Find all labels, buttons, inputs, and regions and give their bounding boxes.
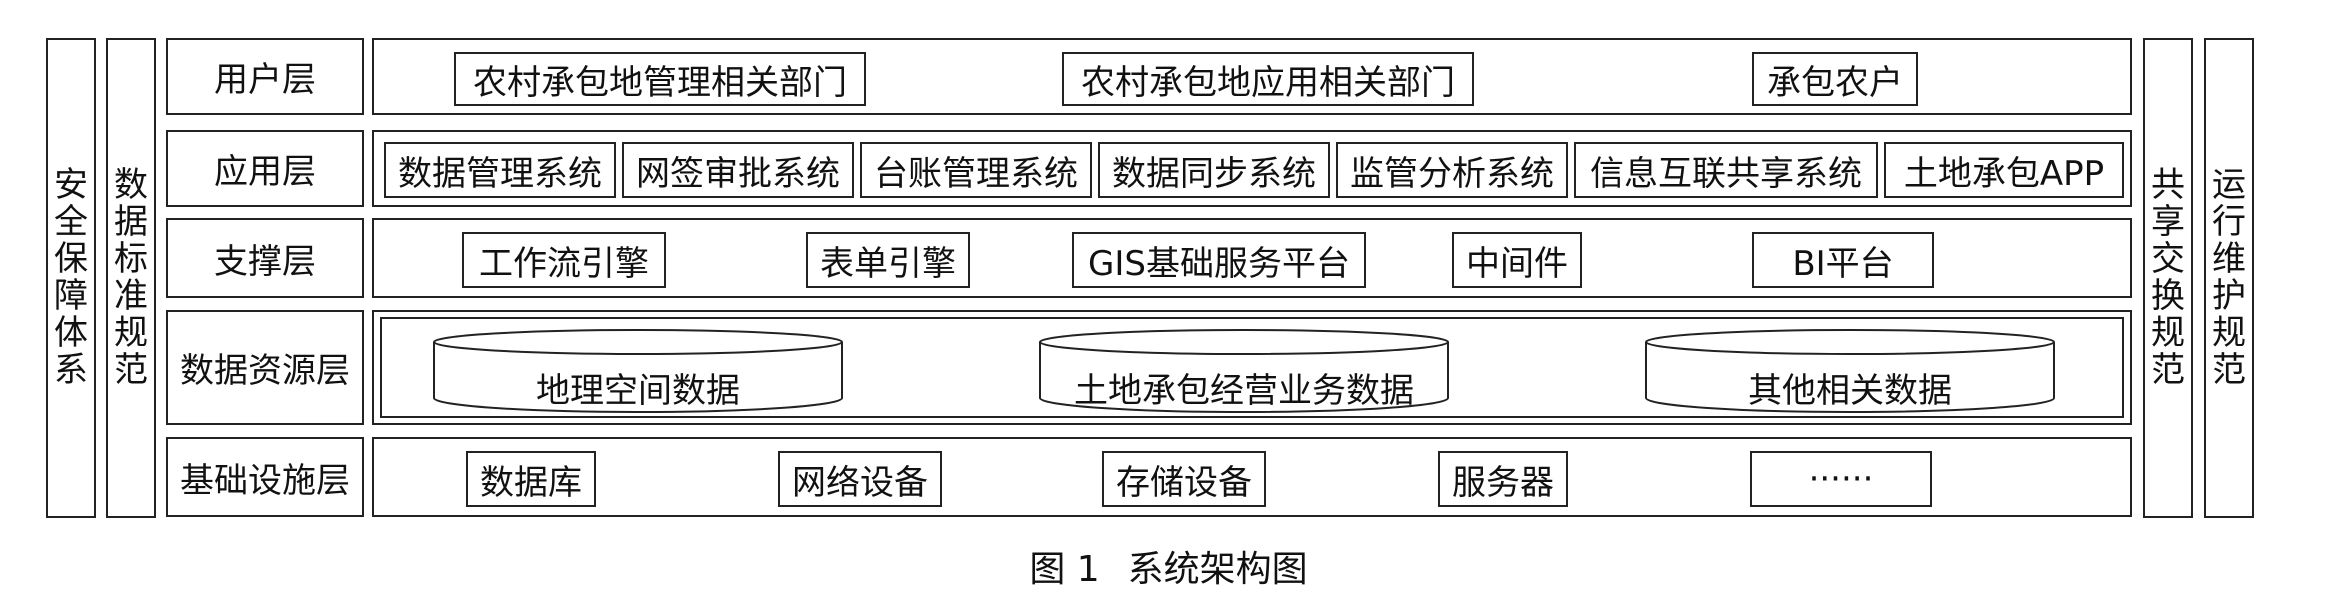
infrastructure-item: 数据库	[466, 451, 596, 507]
vertical-char: 维	[2212, 239, 2246, 279]
operation-maintenance-label: 运行维护规范	[2212, 167, 2246, 389]
vertical-char: 规	[2151, 313, 2185, 353]
cylinder-label: 其他相关数据	[1748, 370, 1952, 411]
application-item: 监管分析系统	[1336, 142, 1568, 198]
vertical-char: 范	[2212, 350, 2246, 390]
user-item: 农村承包地应用相关部门	[1062, 52, 1474, 106]
layer-label-text: 用户层	[214, 60, 316, 100]
data-standard-label: 数据标准规范	[114, 167, 148, 389]
database-cylinder: 土地承包经营业务数据	[1038, 326, 1450, 418]
vertical-char: 准	[114, 276, 148, 316]
support-item: 表单引擎	[806, 232, 970, 288]
vertical-char: 规	[2212, 313, 2246, 353]
security-system-column: 安全保障体系	[46, 38, 96, 518]
infrastructure-item: 存储设备	[1102, 451, 1266, 507]
user-item: 农村承包地管理相关部门	[454, 52, 866, 106]
vertical-char: 数	[114, 165, 148, 205]
figure-caption: 图 1 系统架构图	[0, 540, 2337, 592]
data-standard-column: 数据标准规范	[106, 38, 156, 518]
vertical-char: 保	[54, 239, 88, 279]
sharing-exchange-column: 共享交换规范	[2143, 38, 2193, 518]
vertical-char: 体	[54, 313, 88, 353]
layer-label-application: 应用层	[166, 130, 364, 207]
layer-label-text: 基础设施层	[180, 460, 350, 501]
user-layer-row: 农村承包地管理相关部门 农村承包地应用相关部门 承包农户	[372, 38, 2132, 115]
security-system-label: 安全保障体系	[54, 167, 88, 389]
cylinder-label: 土地承包经营业务数据	[1074, 370, 1414, 411]
layer-label-support: 支撑层	[166, 218, 364, 298]
infrastructure-item: ······	[1750, 451, 1932, 507]
sharing-exchange-label: 共享交换规范	[2151, 167, 2185, 389]
data-resource-inner-frame	[380, 317, 2124, 418]
application-item: 数据管理系统	[384, 142, 616, 198]
vertical-char: 换	[2151, 276, 2185, 316]
application-item: 土地承包APP	[1884, 142, 2124, 198]
figure-number: 图 1	[1029, 549, 1100, 590]
vertical-char: 共	[2151, 165, 2185, 205]
infrastructure-item: 服务器	[1438, 451, 1568, 507]
user-item: 承包农户	[1752, 52, 1918, 106]
vertical-char: 享	[2151, 202, 2185, 242]
cylinder-label: 地理空间数据	[536, 370, 740, 411]
support-item: BI平台	[1752, 232, 1934, 288]
layer-label-user: 用户层	[166, 38, 364, 115]
vertical-char: 运	[2212, 165, 2246, 205]
cylinder-shape	[433, 329, 843, 413]
vertical-char: 据	[114, 202, 148, 242]
support-item: GIS基础服务平台	[1072, 232, 1366, 288]
infrastructure-item: 网络设备	[778, 451, 942, 507]
vertical-char: 系	[54, 350, 88, 390]
support-item: 工作流引擎	[462, 232, 666, 288]
application-item: 数据同步系统	[1098, 142, 1330, 198]
layer-label-text: 应用层	[214, 152, 316, 192]
vertical-char: 行	[2212, 202, 2246, 242]
application-item: 台账管理系统	[860, 142, 1092, 198]
vertical-char: 护	[2212, 276, 2246, 316]
vertical-char: 标	[114, 239, 148, 279]
figure-title: 系统架构图	[1127, 549, 1308, 590]
vertical-char: 交	[2151, 239, 2185, 279]
operation-maintenance-column: 运行维护规范	[2204, 38, 2254, 518]
application-layer-row: 数据管理系统 网签审批系统 台账管理系统 数据同步系统 监管分析系统 信息互联共…	[372, 130, 2132, 207]
data-resource-layer-row: 地理空间数据 土地承包经营业务数据 其他相关数据	[372, 310, 2132, 425]
infrastructure-layer-row: 数据库 网络设备 存储设备 服务器 ······	[372, 437, 2132, 517]
cylinder-shape	[1645, 329, 2055, 413]
layer-label-infrastructure: 基础设施层	[166, 437, 364, 517]
database-cylinder: 其他相关数据	[1644, 326, 2056, 418]
application-item: 信息互联共享系统	[1574, 142, 1878, 198]
database-cylinder: 地理空间数据	[432, 326, 844, 418]
cylinder-shape	[1039, 329, 1449, 413]
vertical-char: 安	[54, 165, 88, 205]
layer-label-text: 支撑层	[214, 241, 316, 282]
vertical-char: 范	[2151, 350, 2185, 390]
vertical-char: 规	[114, 313, 148, 353]
vertical-char: 全	[54, 202, 88, 242]
vertical-char: 障	[54, 276, 88, 316]
layer-label-text: 数据资源层	[180, 351, 350, 391]
vertical-char: 范	[114, 350, 148, 390]
application-item: 网签审批系统	[622, 142, 854, 198]
support-item: 中间件	[1452, 232, 1582, 288]
support-layer-row: 工作流引擎 表单引擎 GIS基础服务平台 中间件 BI平台	[372, 218, 2132, 298]
layer-label-data-resource: 数据资源层	[166, 310, 364, 425]
